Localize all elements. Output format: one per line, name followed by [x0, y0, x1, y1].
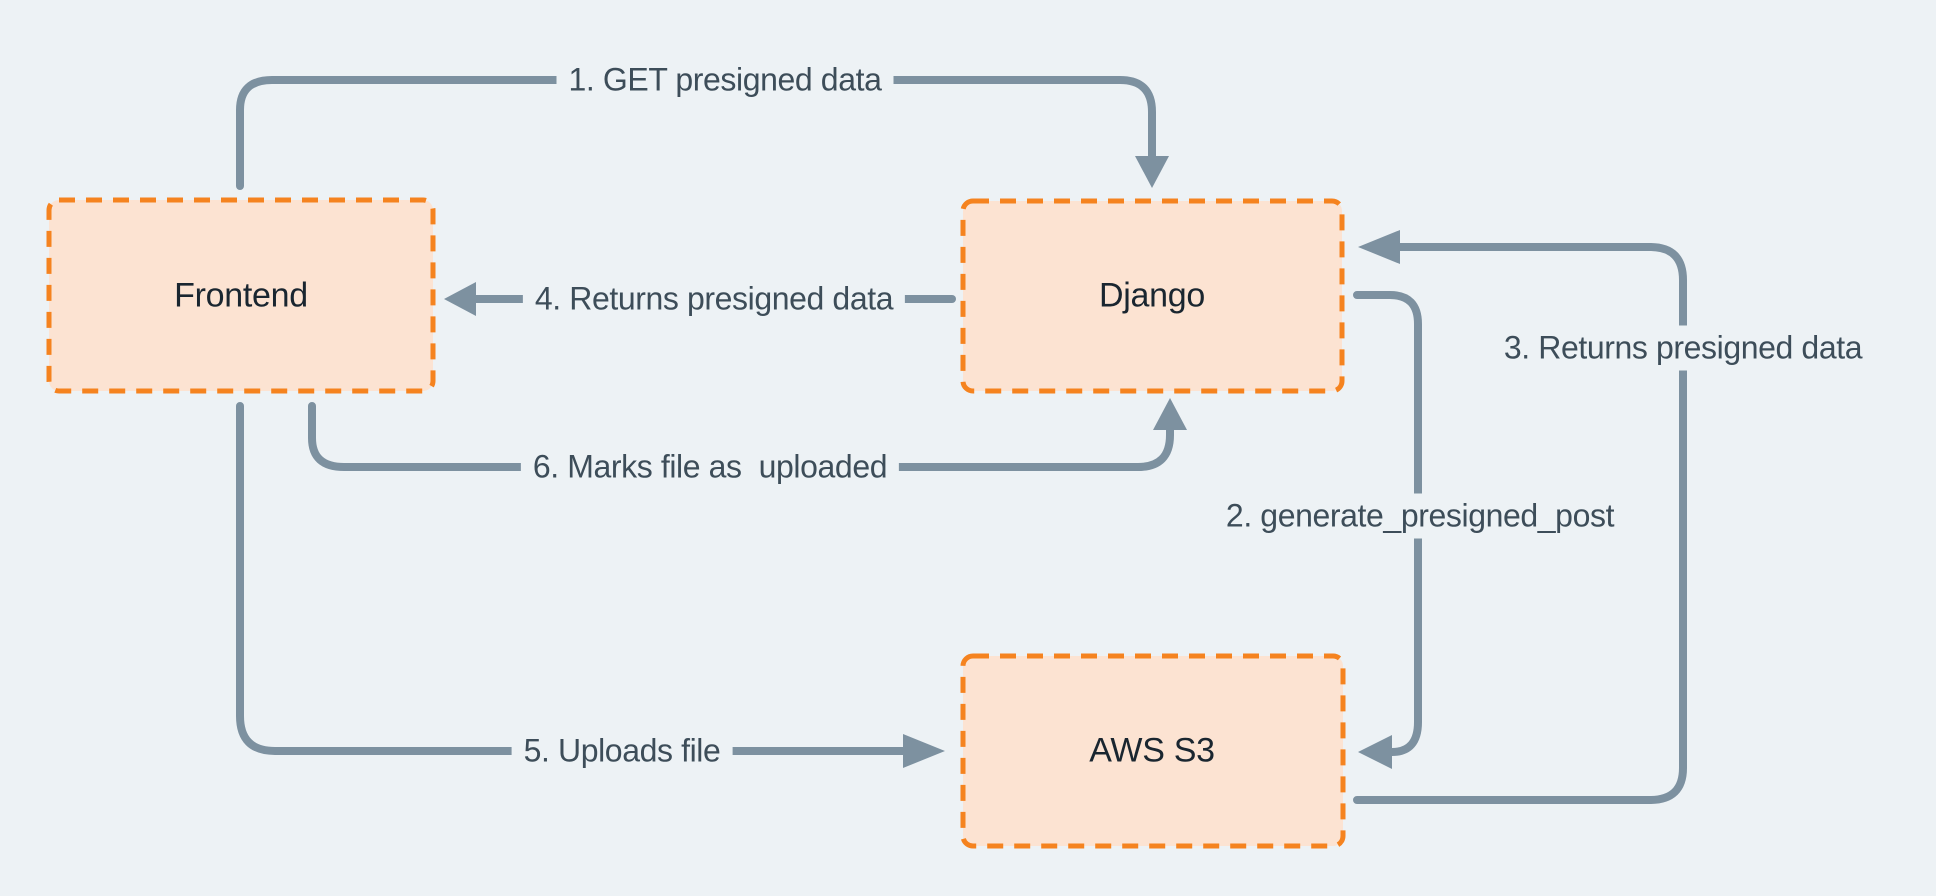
arrow-step5-path: [236, 402, 909, 755]
edge-label-step5: 5. Uploads file: [511, 728, 733, 774]
edge-label-step3: 3. Returns presigned data: [1491, 325, 1875, 371]
frontend-node-box: [46, 197, 436, 394]
arrow-step2-head: [1358, 735, 1392, 769]
arrow-step5-head: [903, 734, 945, 768]
edge-label-step6: 6. Marks file as uploaded: [520, 444, 900, 490]
edge-label-step2: 2. generate_presigned_post: [1213, 493, 1627, 539]
arrow-step1-head: [1135, 156, 1169, 188]
arrow-step3-head: [1358, 230, 1400, 264]
frontend-node-label: Frontend: [174, 276, 308, 315]
django-node-label: Django: [1099, 276, 1205, 315]
edge-label-step4: 4. Returns presigned data: [522, 276, 906, 322]
arrow-step6-head: [1153, 398, 1187, 430]
arrow-step4-head: [444, 282, 476, 316]
django-node-box: [960, 198, 1345, 394]
aws-s3-node-box: [960, 653, 1346, 849]
aws-s3-node-label: AWS S3: [1089, 731, 1215, 770]
arrow-step3-path: [1353, 243, 1687, 804]
edge-label-step1: 1. GET presigned data: [556, 57, 894, 103]
